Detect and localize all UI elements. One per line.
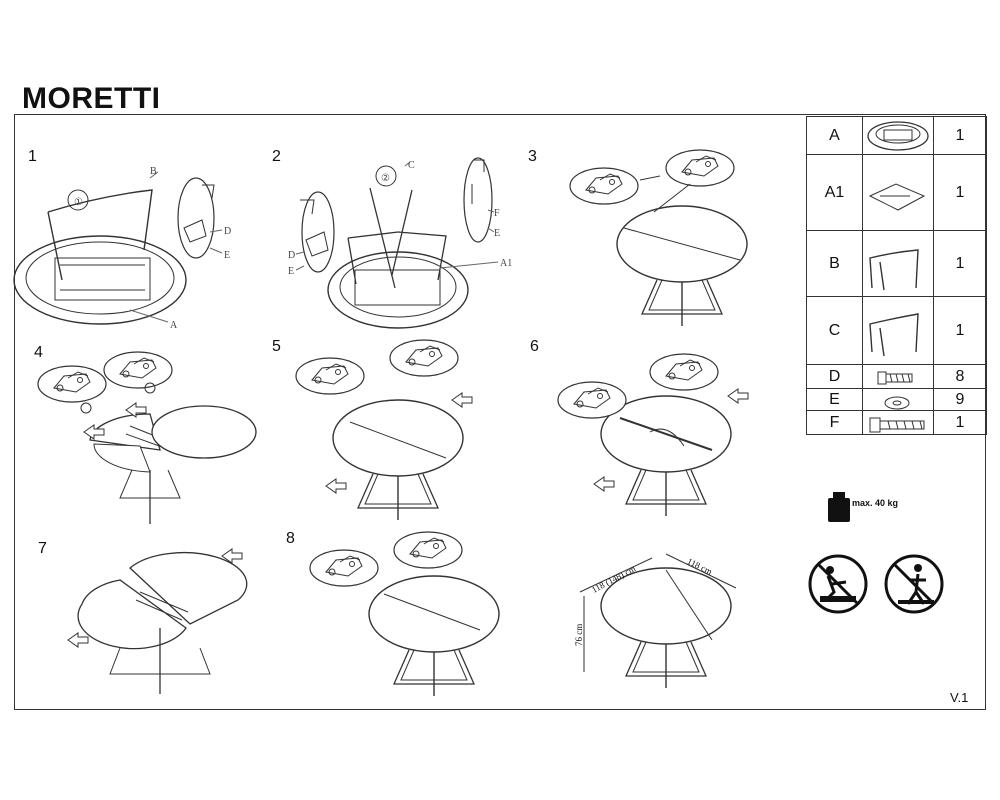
step-2-illustration xyxy=(295,157,499,329)
max-load-label: max. 40 kg xyxy=(852,498,899,508)
callout-a1: A1 xyxy=(500,258,512,269)
part-letter: B xyxy=(806,230,863,297)
step-number-7: 7 xyxy=(38,540,47,557)
callout-e2: E xyxy=(494,228,500,239)
part-letter: A1 xyxy=(806,154,863,231)
part-letter: A xyxy=(806,116,863,155)
step-number-5: 5 xyxy=(272,338,281,355)
callout-e: E xyxy=(224,250,230,261)
callout-a: A xyxy=(170,320,178,331)
part-qty: 9 xyxy=(933,388,987,411)
step-number-2: 2 xyxy=(272,148,281,165)
part-image-cell xyxy=(862,154,934,231)
part-qty: 1 xyxy=(933,116,987,155)
part-image-cell xyxy=(862,388,934,411)
callout-d: D xyxy=(224,226,231,237)
step-number-3: 3 xyxy=(528,148,537,165)
callout-b: B xyxy=(150,166,157,177)
part-image-cell xyxy=(862,364,934,389)
weight-icon xyxy=(828,492,850,522)
part-image-cell xyxy=(862,230,934,297)
no-sitting-on-table-icon xyxy=(884,554,944,614)
part-image-cell xyxy=(862,410,934,435)
parts-row-f: F 1 xyxy=(806,410,987,435)
part-qty: 1 xyxy=(933,296,987,365)
parts-row-b: B 1 xyxy=(806,230,987,297)
callout-2: ② xyxy=(381,173,390,184)
callout-d2: D xyxy=(288,250,295,261)
version-label: V.1 xyxy=(950,690,969,705)
step-number-1: 1 xyxy=(28,148,37,165)
callout-1: ① xyxy=(74,197,83,208)
step-number-6: 6 xyxy=(530,338,539,355)
parts-table: A 1 A1 1 B 1 C 1 D 8 E 9 F 1 xyxy=(806,116,987,435)
part-letter: F xyxy=(806,410,863,435)
callout-f: F xyxy=(494,208,500,219)
part-qty: 1 xyxy=(933,410,987,435)
part-image-cell xyxy=(862,116,934,155)
step-number-8: 8 xyxy=(286,530,295,547)
part-qty: 8 xyxy=(933,364,987,389)
part-letter: E xyxy=(806,388,863,411)
part-image-cell xyxy=(862,296,934,365)
part-letter: D xyxy=(806,364,863,389)
page-title: MORETTI xyxy=(22,82,161,115)
callout-c: C xyxy=(408,160,415,171)
callout-e3: E xyxy=(288,266,294,277)
part-letter: C xyxy=(806,296,863,365)
parts-row-a1: A1 1 xyxy=(806,154,987,231)
part-qty: 1 xyxy=(933,154,987,231)
parts-row-a: A 1 xyxy=(806,116,987,155)
no-standing-on-table-icon xyxy=(808,554,868,614)
parts-row-e: E 9 xyxy=(806,388,987,411)
parts-row-d: D 8 xyxy=(806,364,987,389)
dimension-height: 76 cm xyxy=(574,623,584,646)
part-qty: 1 xyxy=(933,230,987,297)
parts-row-c: C 1 xyxy=(806,296,987,365)
step-1-illustration xyxy=(13,171,223,325)
step-number-4: 4 xyxy=(34,344,43,361)
